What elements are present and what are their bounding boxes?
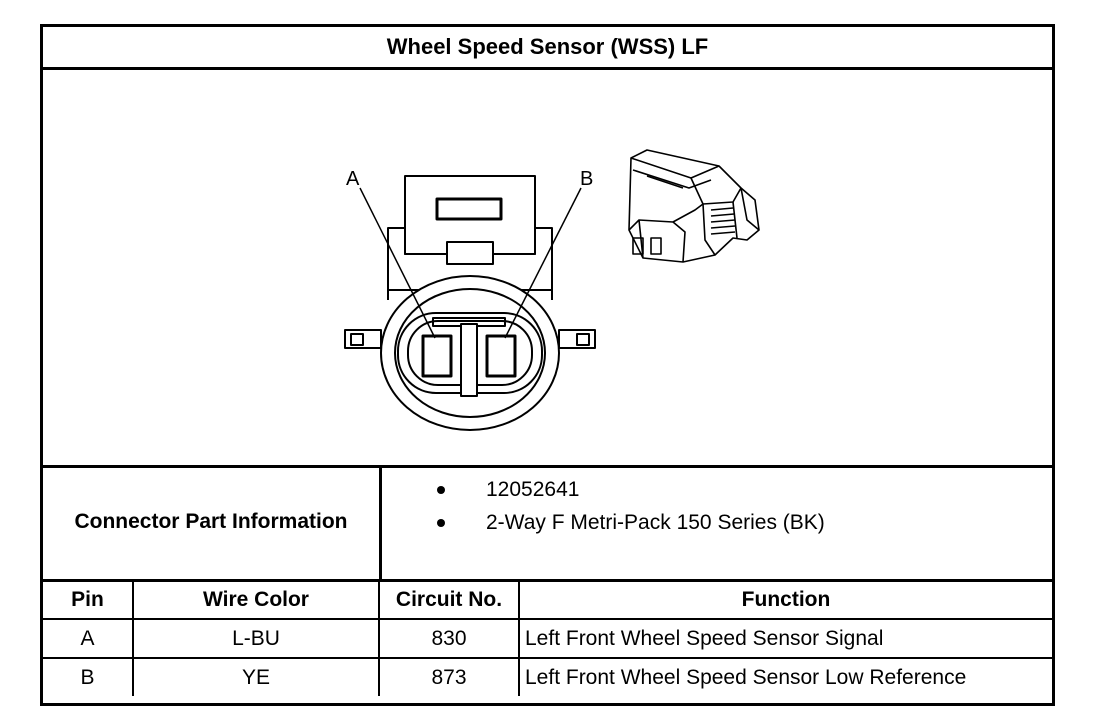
part-number: 12052641	[486, 478, 580, 501]
sheet-title: Wheel Speed Sensor (WSS) LF	[43, 27, 1052, 70]
header-pin: Pin	[43, 579, 134, 619]
cell-circuit: 830	[378, 618, 520, 659]
connector-isometric-view	[628, 149, 760, 263]
bullet-icon	[437, 519, 445, 527]
cell-function: Left Front Wheel Speed Sensor Signal	[518, 618, 1052, 659]
cell-pin: A	[43, 618, 134, 659]
connector-info-label: Connector Part Information	[43, 465, 382, 579]
connector-info-list: 12052641 2-Way F Metri-Pack 150 Series (…	[382, 465, 1052, 579]
connector-description: 2-Way F Metri-Pack 150 Series (BK)	[486, 511, 825, 534]
table-header-row: Pin Wire Color Circuit No. Function	[43, 579, 1052, 619]
cell-pin: B	[43, 657, 134, 696]
header-function: Function	[518, 579, 1052, 619]
table-row: B YE 873 Left Front Wheel Speed Sensor L…	[43, 657, 1052, 696]
connector-figure: A B	[43, 70, 1052, 468]
cell-function: Left Front Wheel Speed Sensor Low Refere…	[518, 657, 1052, 696]
header-circuit: Circuit No.	[378, 579, 520, 619]
cell-wire-color: YE	[132, 657, 380, 696]
table-row: A L-BU 830 Left Front Wheel Speed Sensor…	[43, 618, 1052, 659]
bullet-icon	[437, 486, 445, 494]
connector-drawing: A B	[344, 149, 760, 431]
header-wire-color: Wire Color	[132, 579, 380, 619]
pin-label-a: A	[346, 168, 360, 190]
connector-sheet: Wheel Speed Sensor (WSS) LF	[40, 24, 1055, 706]
connector-face-view: A B	[344, 168, 596, 431]
pin-label-b: B	[580, 168, 593, 190]
connector-info-row: Connector Part Information 12052641 2-Wa…	[43, 465, 1052, 582]
cell-circuit: 873	[378, 657, 520, 696]
pin-table: Pin Wire Color Circuit No. Function A L-…	[43, 579, 1052, 696]
cell-wire-color: L-BU	[132, 618, 380, 659]
